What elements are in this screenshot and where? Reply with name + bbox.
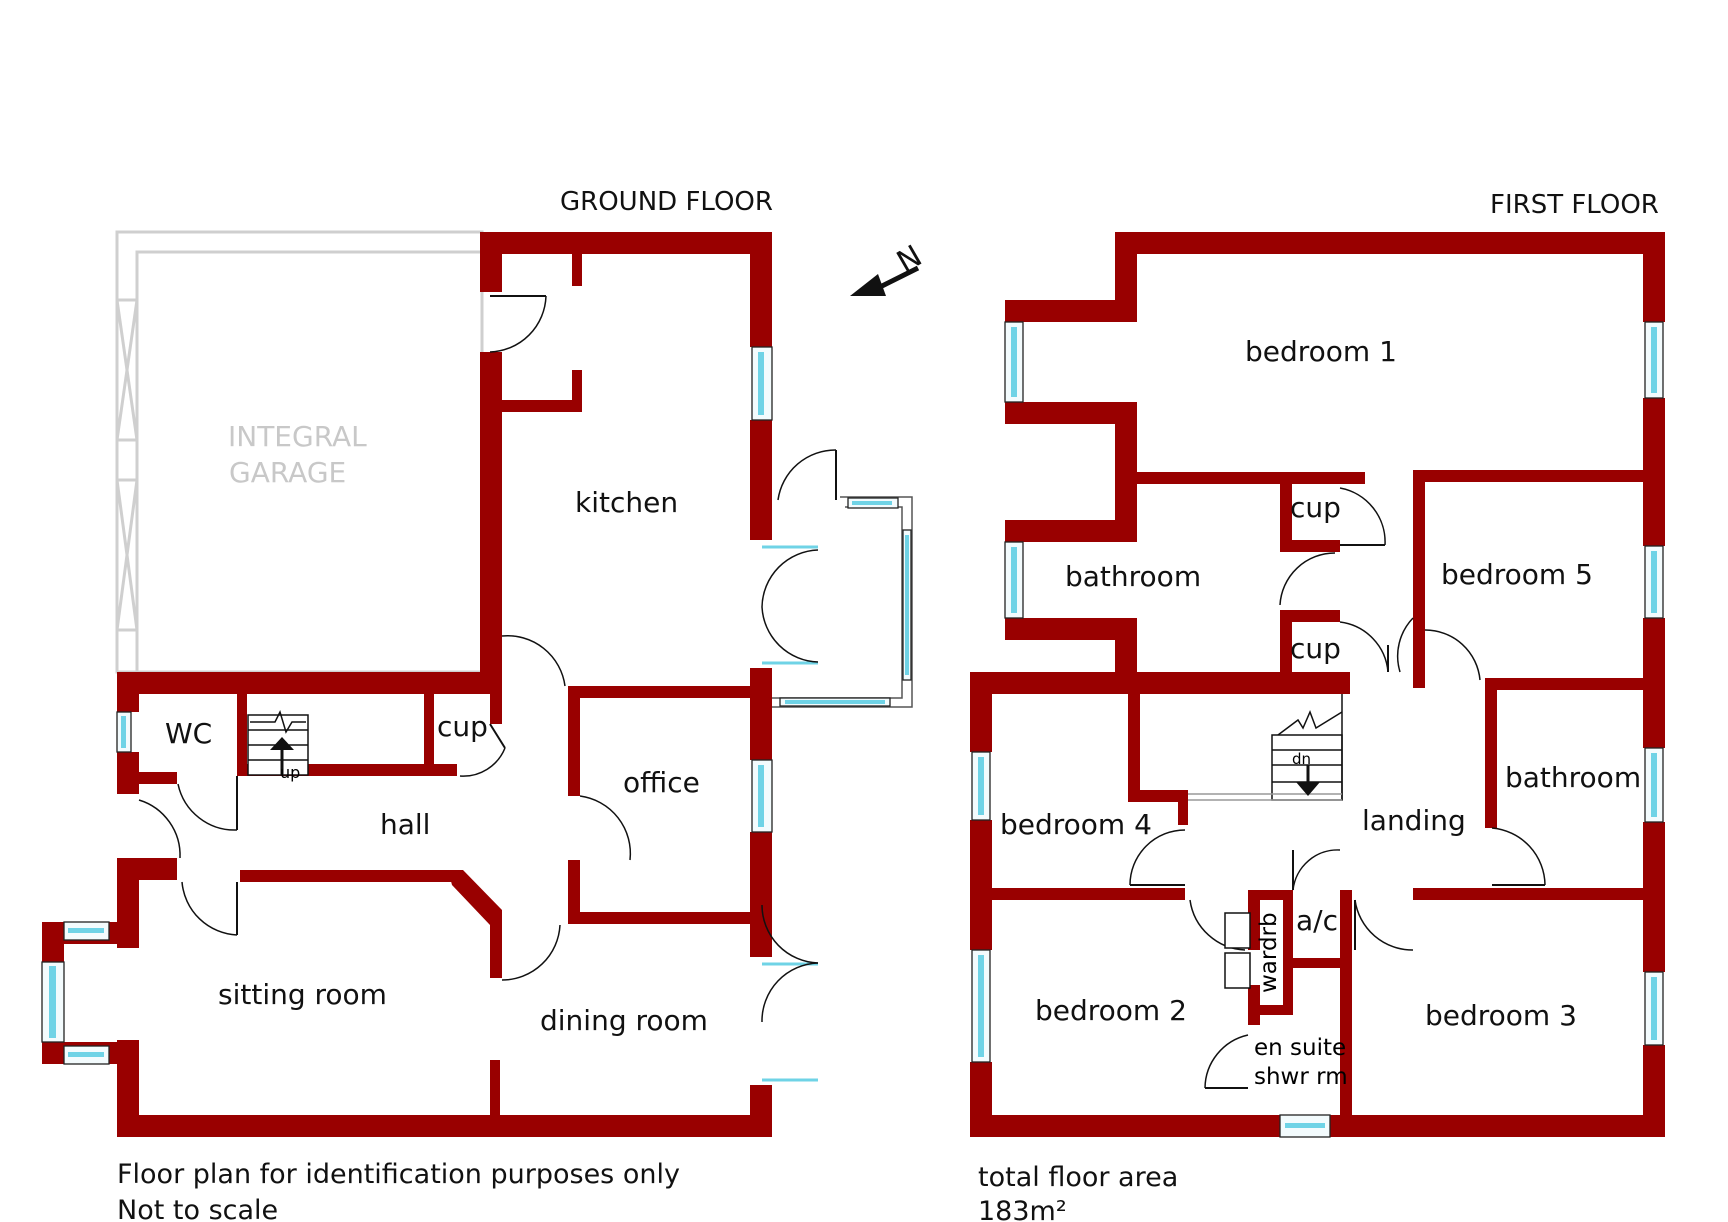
bathroom-right-label: bathroom [1505, 761, 1641, 794]
ensuite-label-line1: en suite [1254, 1035, 1346, 1061]
dining-room-label: dining room [540, 1004, 708, 1037]
disclaimer-line1: Floor plan for identification purposes o… [117, 1159, 680, 1190]
bedroom2-label: bedroom 2 [1035, 994, 1187, 1027]
first-floor-title: FIRST FLOOR [1490, 190, 1659, 220]
office-label: office [623, 766, 700, 799]
bedroom5-label: bedroom 5 [1441, 558, 1593, 591]
total-area-value: 183m² [978, 1196, 1067, 1222]
garage-label-line1: INTEGRAL [228, 420, 367, 453]
stairs-up [247, 709, 309, 776]
total-area-label: total floor area [978, 1162, 1178, 1193]
wardrobe-label: wardrb [1256, 912, 1282, 993]
bedroom1-label: bedroom 1 [1245, 335, 1397, 368]
first-floor-windows [971, 321, 1664, 1138]
kitchen-label: kitchen [575, 486, 678, 519]
first-floor-walls [970, 232, 1665, 1137]
compass-north-label: N [891, 239, 928, 281]
hall-label: hall [380, 808, 430, 841]
ground-floor-doors [138, 295, 837, 1023]
bedroom3-label: bedroom 3 [1425, 999, 1577, 1032]
bedroom4-label: bedroom 4 [1000, 808, 1152, 841]
first-floor-plan: FIRST FLOOR bedroom 1 bathroom cup cup b… [970, 190, 1665, 1138]
ensuite-label-line2: shwr rm [1254, 1064, 1348, 1090]
disclaimer-line2: Not to scale [117, 1195, 278, 1222]
landing-label: landing [1362, 804, 1466, 837]
ground-floor-plan: GROUND FLOOR INTEGRAL GARAGE kitchen WC … [41, 187, 913, 1137]
bathroom-left-label: bathroom [1065, 560, 1201, 593]
stairs-down-label: dn [1292, 750, 1311, 768]
sitting-room-label: sitting room [218, 978, 387, 1011]
ground-floor-walls [42, 232, 772, 1137]
ground-cup-label: cup [437, 710, 488, 743]
compass: N [850, 239, 928, 296]
garage-label-line2: GARAGE [229, 456, 346, 489]
wc-label: WC [165, 717, 212, 750]
cup-bottom-label: cup [1290, 632, 1341, 665]
airing-cupboard-label: a/c [1296, 904, 1338, 937]
stairs-up-label: up [280, 763, 300, 782]
ground-floor-windows [41, 346, 913, 1082]
cup-top-label: cup [1290, 491, 1341, 524]
stairs-down [1188, 694, 1343, 801]
first-floor-doors [1129, 487, 1546, 1089]
ground-floor-title: GROUND FLOOR [560, 187, 773, 217]
